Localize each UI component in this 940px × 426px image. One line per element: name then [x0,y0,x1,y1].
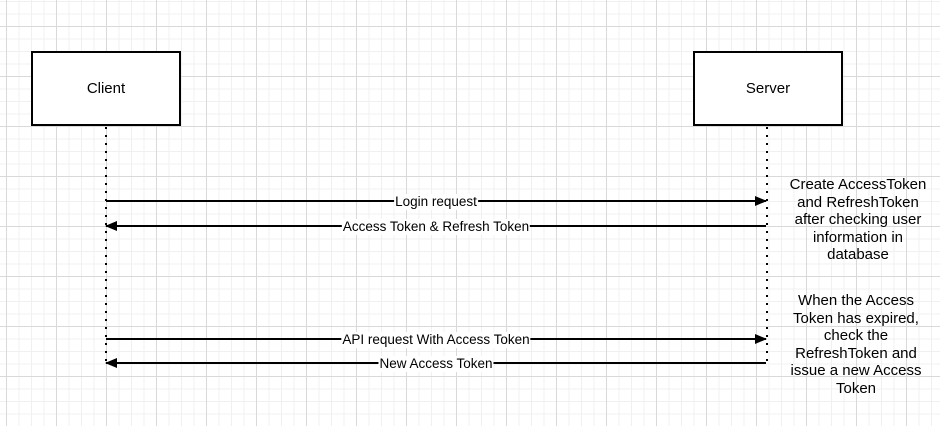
annotation-create-tokens[interactable]: Create AccessToken and RefreshToken afte… [789,176,927,263]
actor-box-client[interactable]: Client [31,51,181,126]
arrowhead-left-icon [105,221,117,231]
arrowhead-right-icon [755,196,767,206]
message-arrow-login-request[interactable]: Login request [106,194,767,210]
actor-label-server: Server [745,80,791,97]
message-label: New Access Token [378,356,494,372]
message-arrow-access-refresh-token[interactable]: Access Token & Refresh Token [105,219,766,235]
message-label: API request With Access Token [341,332,531,348]
actor-label-client: Client [86,80,126,97]
annotation-token-expired[interactable]: When the Access Token has expired, check… [790,292,922,397]
actor-box-server[interactable]: Server [693,51,843,126]
message-arrow-new-access-token[interactable]: New Access Token [105,356,766,372]
lifeline-server[interactable] [766,127,768,364]
lifeline-client[interactable] [105,127,107,364]
arrowhead-left-icon [105,358,117,368]
message-label: Login request [394,194,478,210]
message-label: Access Token & Refresh Token [341,219,531,235]
message-arrow-api-request[interactable]: API request With Access Token [106,332,767,348]
arrowhead-right-icon [755,334,767,344]
